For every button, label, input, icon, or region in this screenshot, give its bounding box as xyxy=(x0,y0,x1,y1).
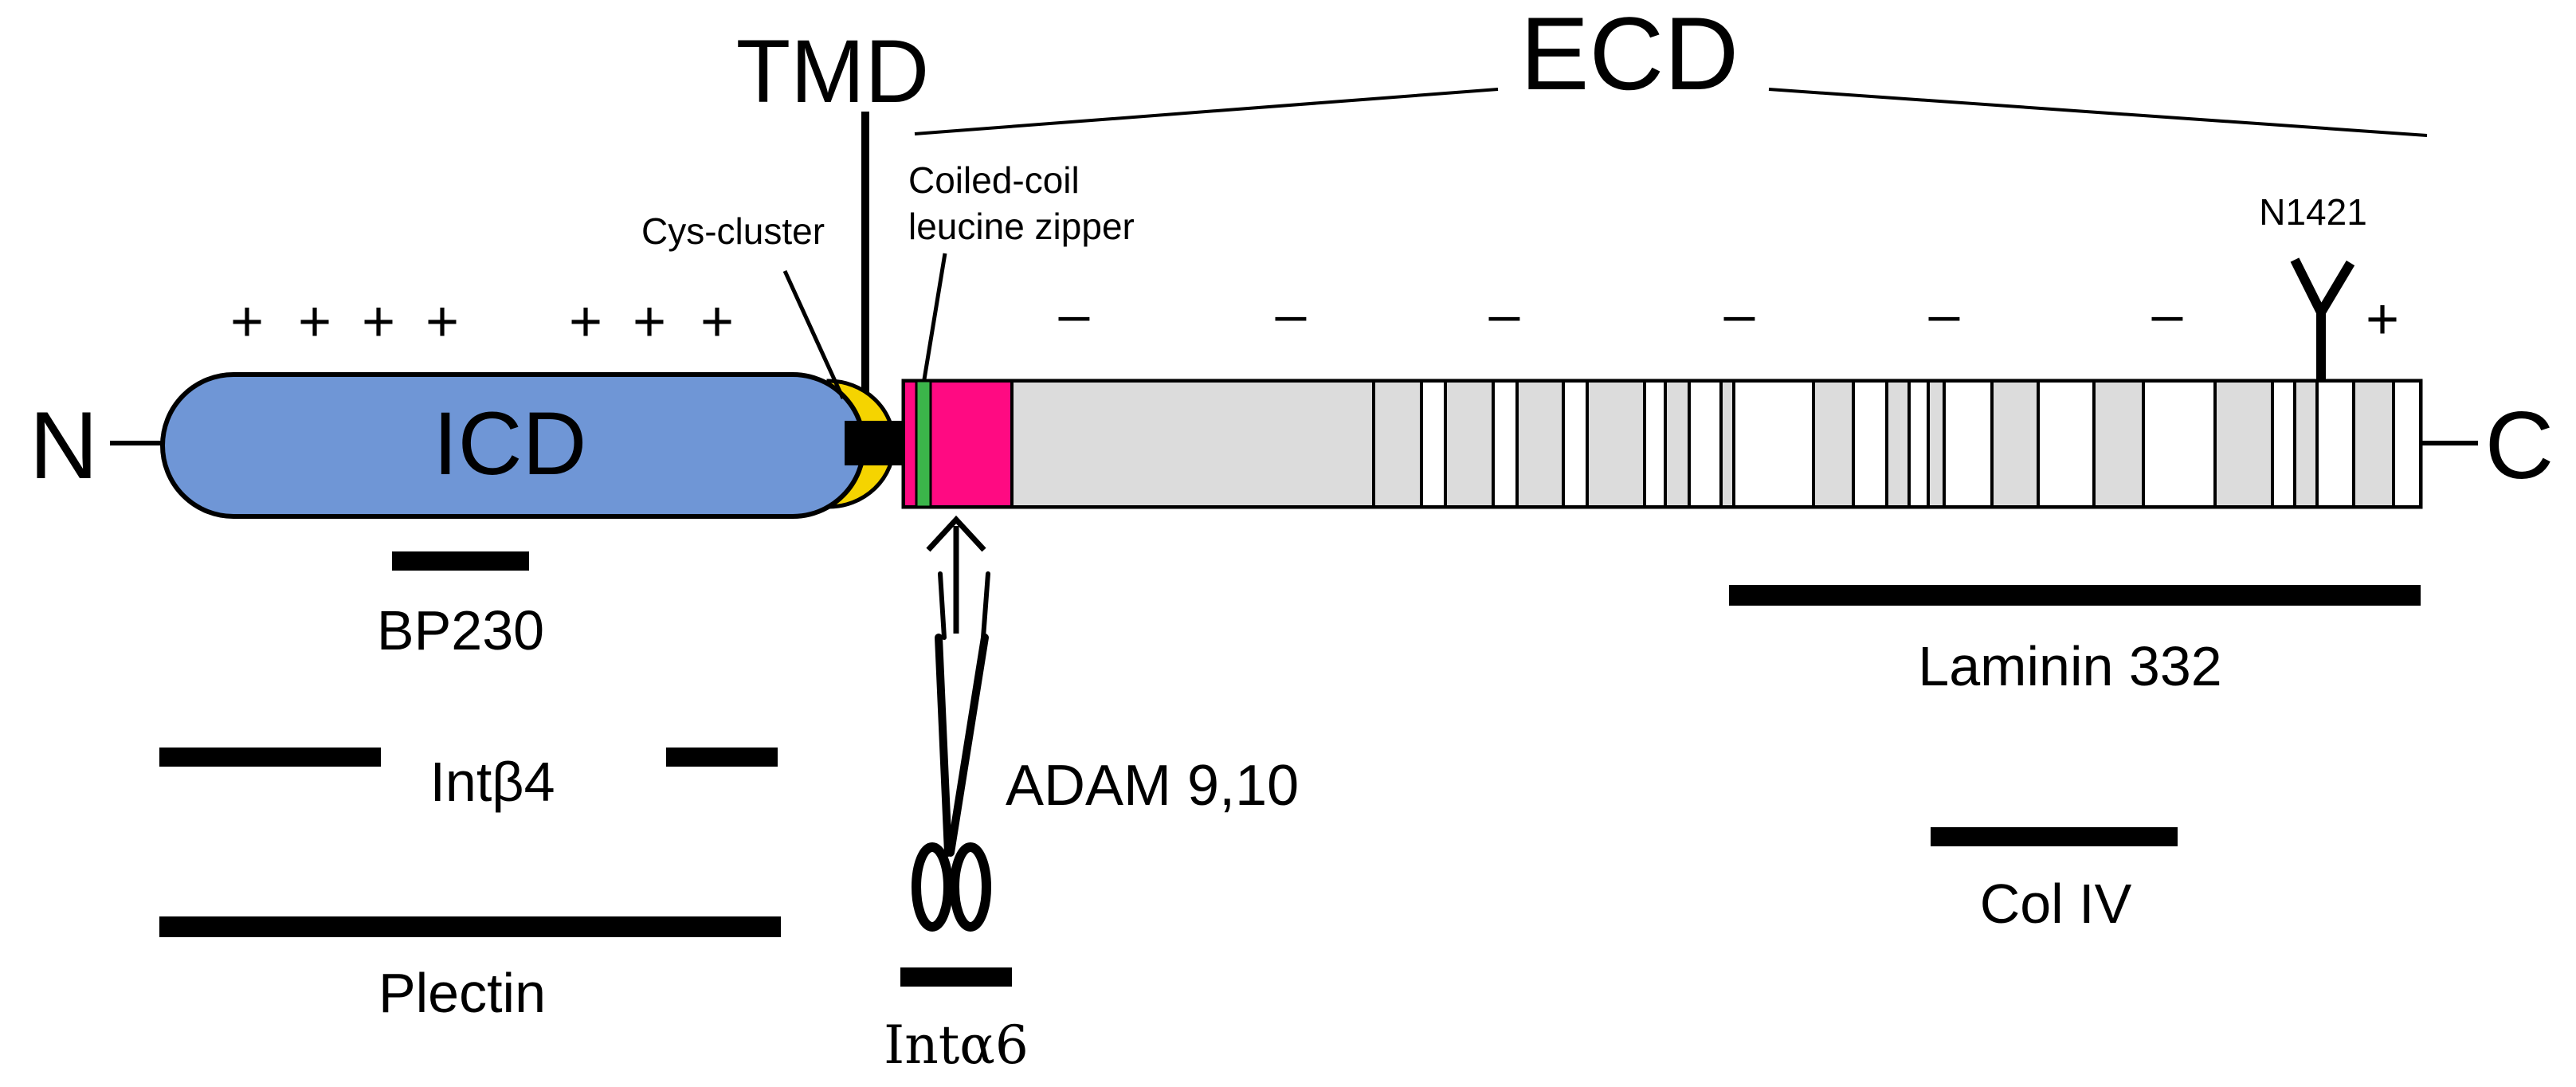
ecd-segment-white xyxy=(2315,379,2355,508)
int-alpha6-bar xyxy=(900,967,1012,987)
n-terminus-label: N xyxy=(29,392,99,499)
ecd-stripes xyxy=(1372,379,2422,508)
ecd-minus-charge: – xyxy=(1489,283,1520,345)
ecd-label: ECD xyxy=(1520,0,1739,112)
ecd-segment-grey xyxy=(1372,379,1423,508)
ecd-minus-charge: – xyxy=(2152,283,2183,345)
plectin-label: Plectin xyxy=(378,962,546,1024)
ecd-segment-grey xyxy=(1719,379,1735,508)
ecd-segment-grey xyxy=(1664,379,1691,508)
col4-bar xyxy=(1931,827,2178,846)
ecd-segment-white xyxy=(1492,379,1519,508)
ecd-segment-grey xyxy=(1990,379,2040,508)
ecd-segment-white xyxy=(1907,379,1930,508)
ecd-minus-charge: – xyxy=(1276,283,1307,345)
ecd-minus-charge: – xyxy=(1929,283,1960,345)
icd-plus-charge: + xyxy=(700,290,734,354)
ecd-minus-charge: – xyxy=(1059,283,1090,345)
c-terminus-label: C xyxy=(2485,392,2554,499)
n1421-label: N1421 xyxy=(2259,191,2367,233)
ecd-segment-white xyxy=(1562,379,1589,508)
ecd-segment-grey xyxy=(2352,379,2395,508)
ecd-segment-grey xyxy=(1444,379,1495,508)
ecd-segment-white xyxy=(2142,379,2217,508)
ecd-segment-white xyxy=(1688,379,1723,508)
ecd-bracket-right xyxy=(1768,88,2428,137)
ecd-segment-grey xyxy=(1885,379,1911,508)
plectin-bar xyxy=(159,916,781,937)
ecd-segment-white xyxy=(1852,379,1888,508)
icd-plus-charge: + xyxy=(298,290,331,354)
bp230-label: BP230 xyxy=(377,599,544,661)
int-beta4-bar-right xyxy=(666,748,778,767)
laminin332-label: Laminin 332 xyxy=(1918,635,2221,697)
cys-cluster-pointer xyxy=(782,269,845,400)
glycan-icon xyxy=(2290,257,2355,381)
ecd-segment-grey xyxy=(1586,379,1646,508)
ecd-charge-group: –––––– xyxy=(1059,283,2183,345)
ecd-minus-charge: – xyxy=(1724,283,1755,345)
ecd-segment-grey xyxy=(1927,379,1946,508)
icd-label: ICD xyxy=(433,394,587,493)
int-beta4-bar-left xyxy=(159,748,381,767)
ecd-segment-white xyxy=(2392,379,2422,508)
int-beta4-label: Intβ4 xyxy=(429,751,555,813)
tmd-domain xyxy=(845,421,908,465)
ecd-bracket-left xyxy=(914,88,1499,135)
coiled-coil-domain xyxy=(915,379,932,508)
icd-charge-group: + + + + + + + xyxy=(230,290,734,354)
ecd-segment-grey xyxy=(1812,379,1855,508)
ecd-segment-white xyxy=(1420,379,1447,508)
col4-label: Col IV xyxy=(1980,873,2132,935)
icd-plus-charge: + xyxy=(362,290,395,354)
coiled-coil-label-line2: leucine zipper xyxy=(908,206,1135,247)
bp230-bar xyxy=(392,551,529,571)
icd-plus-charge: + xyxy=(633,290,666,354)
laminin332-bar xyxy=(1729,585,2421,606)
scissors-icon xyxy=(912,571,991,932)
icd-plus-charge: + xyxy=(230,290,264,354)
ecd-segment-grey xyxy=(2213,379,2274,508)
coiled-coil-label-line1: Coiled-coil xyxy=(908,159,1080,201)
cleavage-arrow xyxy=(926,515,986,634)
int-alpha6-label: Intα6 xyxy=(884,1014,1029,1076)
ecd-segment-grey xyxy=(2092,379,2145,508)
ecd-segment-white xyxy=(2037,379,2096,508)
ecd-segment-white xyxy=(2271,379,2296,508)
cys-cluster-label: Cys-cluster xyxy=(641,210,825,252)
tmd-label: TMD xyxy=(736,22,930,121)
icd-plus-charge: + xyxy=(569,290,602,354)
ecd-domain xyxy=(901,379,2423,509)
icd-plus-charge: + xyxy=(425,290,459,354)
ecd-segment-white xyxy=(1943,379,1994,508)
ecd-segment-white xyxy=(1643,379,1667,508)
ecd-grey-region xyxy=(1010,379,1375,508)
ecd-segment-grey xyxy=(2293,379,2319,508)
adam-protease-label: ADAM 9,10 xyxy=(1006,754,1299,818)
coiled-coil-pointer xyxy=(922,253,947,380)
ecd-plus-charge: + xyxy=(2366,288,2399,351)
ecd-segment-white xyxy=(1732,379,1815,508)
ecd-segment-grey xyxy=(1515,379,1565,508)
